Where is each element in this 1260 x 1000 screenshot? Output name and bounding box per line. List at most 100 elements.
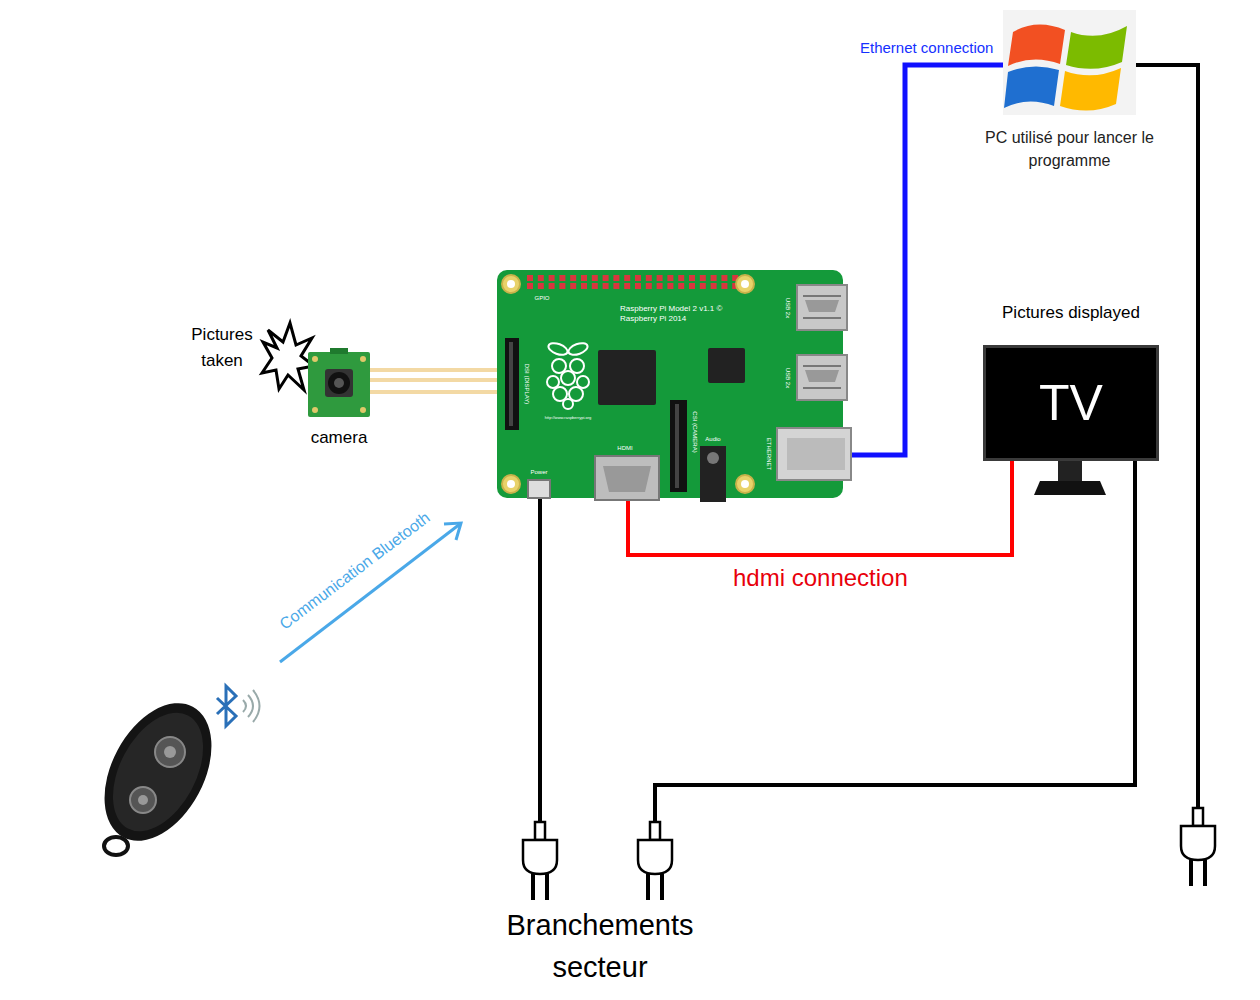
drawing-detail <box>803 366 841 388</box>
drawing-detail <box>444 523 461 540</box>
drawing-detail <box>1066 26 1127 69</box>
drawing-detail <box>598 350 656 405</box>
ethernet-cable <box>843 65 1003 455</box>
drawing-detail <box>721 275 727 281</box>
drawing-detail <box>638 840 672 874</box>
drawing-detail <box>507 480 515 488</box>
drawing-detail <box>545 874 549 900</box>
drawing-detail <box>334 378 344 388</box>
drawing-detail <box>657 283 663 289</box>
drawing-detail <box>700 275 706 281</box>
drawing-detail <box>805 300 839 312</box>
ribbon-cable-line <box>370 368 497 372</box>
drawing-detail <box>678 283 684 289</box>
drawing-detail <box>577 376 589 388</box>
drawing-detail <box>670 400 687 492</box>
drawing-detail <box>164 746 176 758</box>
drawing-detail <box>657 275 663 281</box>
drawing-detail <box>502 275 520 293</box>
drawing-detail <box>559 275 565 281</box>
drawing-detail <box>531 874 535 900</box>
pi-components <box>502 275 851 502</box>
drawing-detail <box>253 690 260 722</box>
mains-plug <box>638 822 672 900</box>
tv-screen: Pictures displayedTV <box>983 345 1159 461</box>
drawing-detail <box>527 275 533 281</box>
drawing-detail <box>505 338 519 430</box>
drawing-detail <box>360 356 366 362</box>
drawing-detail <box>328 372 350 394</box>
connection-label: hdmi connection <box>733 564 908 592</box>
drawing-detail <box>507 280 515 288</box>
drawing-detail <box>635 275 641 281</box>
drawing-detail <box>325 369 353 397</box>
drawing-detail <box>603 275 609 281</box>
tv-stand <box>1034 461 1106 495</box>
drawing-detail <box>700 446 726 502</box>
drawing-detail <box>1004 66 1059 108</box>
drawing-detail <box>736 275 754 293</box>
camera-module: camera <box>308 352 370 417</box>
port-label: DSI (DISPLAY) <box>524 364 530 405</box>
mains-plug <box>523 822 557 900</box>
drawing-detail <box>130 787 156 813</box>
drawing-detail <box>711 283 717 289</box>
port-label: USB 2x <box>785 298 791 318</box>
drawing-detail <box>675 404 679 488</box>
drawing-detail <box>603 466 651 492</box>
board-title: Raspberry Pi Model 2 v1.1 © Raspberry Pi… <box>620 304 738 324</box>
screen-text: TV <box>1039 374 1103 432</box>
drawing-detail <box>660 874 664 900</box>
camera-board <box>312 348 366 413</box>
drawing-detail <box>667 283 673 289</box>
mains-plug <box>1181 808 1215 886</box>
drawing-detail <box>83 685 234 859</box>
flash-burst <box>262 323 314 390</box>
drawing-detail <box>646 275 652 281</box>
drawing-detail <box>280 524 460 662</box>
camera-module-art <box>308 352 370 417</box>
port-label: HDMI <box>617 445 632 451</box>
drawing-detail <box>561 371 575 385</box>
drawing-detail <box>581 283 587 289</box>
device-label: camera <box>311 428 368 448</box>
bluetooth-remote <box>83 685 234 859</box>
drawing-detail <box>646 874 650 900</box>
port-label: Audio <box>705 436 720 442</box>
windows-logo <box>1004 24 1127 110</box>
drawing-detail <box>667 275 673 281</box>
drawing-detail <box>1189 860 1193 886</box>
callout-text: Pictures taken <box>182 322 262 374</box>
drawing-detail <box>523 840 557 874</box>
drawing-detail <box>678 275 684 281</box>
ribbon-cable <box>370 370 497 392</box>
drawing-detail <box>549 283 555 289</box>
drawing-detail <box>138 795 148 805</box>
bluetooth-arrow <box>280 523 461 662</box>
drawing-detail <box>581 275 587 281</box>
drawing-detail <box>502 475 520 493</box>
link-label: Communication Bluetooth <box>276 509 433 634</box>
drawing-detail <box>1034 481 1106 495</box>
drawing-detail <box>707 452 719 464</box>
drawing-detail <box>559 283 565 289</box>
drawing-detail <box>803 296 841 318</box>
drawing-detail <box>592 283 598 289</box>
bluetooth-symbol <box>217 686 260 726</box>
drawing-detail <box>312 356 318 362</box>
drawing-detail <box>689 275 695 281</box>
drawing-detail <box>650 822 660 840</box>
drawing-detail <box>312 407 318 413</box>
pc-logo: PC utilisé pour lancer le programme <box>1003 10 1136 115</box>
ribbon-cable-line <box>370 390 497 394</box>
drawing-detail <box>711 275 717 281</box>
drawing-detail <box>527 283 533 289</box>
drawing-detail <box>570 283 576 289</box>
pin-label: GPIO <box>534 295 549 301</box>
drawing-detail <box>595 456 659 500</box>
drawing-detail <box>741 280 749 288</box>
drawing-detail <box>646 283 652 289</box>
ethernet-cable-line <box>843 65 1003 455</box>
port-label: Power <box>530 469 547 475</box>
